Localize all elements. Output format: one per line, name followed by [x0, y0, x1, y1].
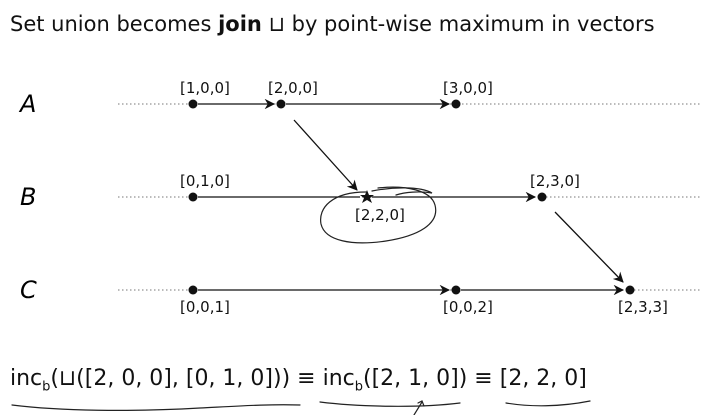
label-b1: [0,1,0]	[180, 172, 230, 190]
event-b3	[537, 192, 547, 202]
title-join-word: join	[218, 12, 262, 36]
events	[188, 99, 635, 295]
title-text-start: Set union becomes	[10, 12, 219, 36]
label-a1: [1,0,0]	[180, 79, 230, 97]
slide-title: Set union becomes join ⊔ by point-wise m…	[10, 12, 655, 36]
hand-drawn-arrow	[413, 400, 425, 415]
label-b2: [2,2,0]	[355, 206, 405, 224]
event-b1	[188, 192, 198, 202]
underline-3	[505, 400, 591, 407]
event-c2	[451, 285, 461, 295]
process-label-a: A	[18, 90, 36, 118]
underline-1	[11, 404, 301, 411]
event-b2-star	[360, 190, 374, 203]
label-c3: [2,3,3]	[618, 298, 668, 316]
label-a2: [2,0,0]	[268, 79, 318, 97]
process-label-b: B	[20, 183, 36, 211]
formula-result: [2, 2, 0]	[499, 366, 587, 391]
event-a2	[276, 99, 286, 109]
local-steps	[198, 98, 625, 296]
process-label-c: C	[20, 276, 37, 304]
formula: incb(⊔([2, 0, 0], [0, 1, 0])) ≡ incb([2,…	[10, 366, 587, 394]
formula-sub-2: b	[354, 379, 364, 395]
event-labels: [1,0,0] [2,0,0] [3,0,0] [0,1,0] [2,2,0] …	[180, 79, 668, 316]
formula-sub-1: b	[42, 379, 51, 395]
title-text-end: by point-wise maximum in vectors	[284, 12, 655, 36]
event-a1	[188, 99, 198, 109]
handwritten-annotations	[11, 186, 591, 415]
messages	[293, 119, 624, 283]
label-a3: [3,0,0]	[443, 79, 493, 97]
event-c1	[188, 285, 198, 295]
label-c2: [0,0,2]	[443, 298, 493, 316]
event-a3	[451, 99, 461, 109]
hand-drawn-circle	[320, 186, 437, 244]
hand-drawn-squiggle	[371, 187, 433, 196]
underline-2	[319, 401, 461, 407]
label-c1: [0,0,1]	[180, 298, 230, 316]
message-a2-b2	[293, 119, 358, 191]
formula-inc-2: inc	[322, 366, 355, 391]
event-c3	[625, 285, 635, 295]
message-b3-c3	[554, 211, 624, 283]
formula-part-2: ([2, 1, 0]) ≡	[363, 366, 500, 391]
formula-part-1: (⊔([2, 0, 0], [0, 1, 0])) ≡	[50, 366, 323, 391]
label-b3: [2,3,0]	[530, 172, 580, 190]
join-symbol: ⊔	[268, 12, 285, 36]
process-labels: A B C	[18, 90, 37, 304]
formula-inc-1: inc	[10, 366, 43, 391]
